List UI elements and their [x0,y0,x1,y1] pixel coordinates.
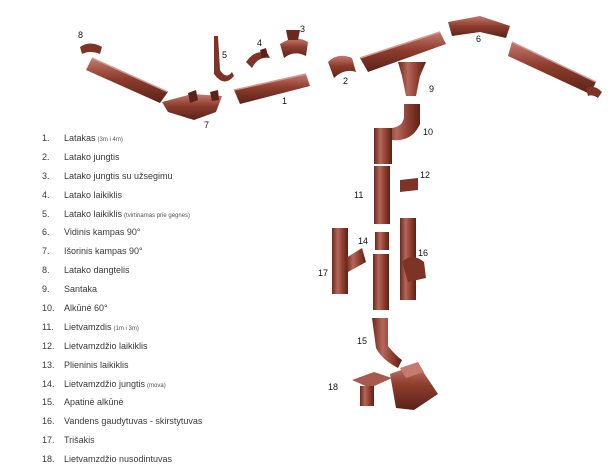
legend-item: 18.Lietvamzdžio nusodintuvas [42,454,173,465]
callout-17: 17 [318,268,328,278]
callout-2: 2 [343,76,348,86]
gutter-cap-8 [80,43,102,54]
callout-5: 5 [222,50,227,60]
legend-item: 12.Lietvamzdžio laikiklis [42,340,148,351]
legend-item: 3.Latako jungtis su užsegimu [42,170,173,181]
callout-8: 8 [78,30,83,40]
coupling-14 [375,232,389,250]
outer-corner-7 [162,90,222,120]
tee-17 [332,228,366,294]
rain-collector-16 [400,218,426,300]
gutter-right [508,41,602,98]
gutter-system-diagram: 1 2 3 4 5 6 7 8 9 10 11 12 14 15 16 17 1… [78,16,602,410]
gutter-1 [233,73,310,104]
downpipe-lower [373,254,389,310]
callout-3: 3 [300,24,305,34]
callout-1: 1 [282,96,287,106]
callout-14: 14 [358,236,368,246]
parts-legend: 1.Latakas(3m i 4m) 2.Latako jungtis 3.La… [42,129,292,469]
callout-4: 4 [257,38,262,48]
legend-item: 5.Latako laikiklis(tvirtinamas prie gegn… [42,208,191,219]
outlet-9 [398,62,426,96]
callout-9: 9 [429,84,434,94]
callout-16: 16 [418,248,428,258]
lower-elbow-15 [372,318,402,368]
legend-item: 15.Apatinė alkūnė [42,397,124,408]
rafter-bracket-5 [214,36,234,82]
downpipe-11 [374,166,390,224]
callout-6: 6 [476,34,481,44]
callout-7: 7 [204,120,209,130]
gutter-joint-lock-3 [280,30,308,58]
legend-item: 9.Santaka [42,284,98,295]
legend-item: 13.Plieninis laikiklis [42,359,129,370]
pipe-bracket-12 [400,178,418,192]
gutter-upper-right [359,31,446,72]
elbow-10 [374,104,420,164]
sediment-trap-18 [352,362,438,410]
legend-item: 10.Alkūnė 60° [42,303,108,314]
gutter-joint-2 [328,55,356,78]
callout-18: 18 [328,382,338,392]
callout-10: 10 [423,127,433,137]
legend-item: 4.Latako laikiklis [42,189,123,200]
legend-item: 11.Lietvamzdis(1m i 3m) [42,321,139,332]
legend-item: 1.Latakas(3m i 4m) [42,133,123,143]
legend-item: 6.Vidinis kampas 90° [42,227,141,238]
legend-item: 7.Išorinis kampas 90° [42,246,143,257]
callout-12: 12 [420,170,430,180]
legend-item: 8.Latako dangtelis [42,265,130,276]
callout-11: 11 [354,190,363,200]
gutter-bracket-4 [246,48,270,68]
inner-corner-6 [448,16,510,38]
legend-item: 2.Latako jungtis [42,151,120,162]
legend-item: 17.Trišakis [42,435,95,446]
gutter-left-upper [86,57,169,103]
legend-item: 14.Lietvamzdžio jungtis(mova) [42,378,166,389]
callout-15: 15 [357,336,367,346]
legend-item: 16.Vandens gaudytuvas - skirstytuvas [42,416,203,427]
